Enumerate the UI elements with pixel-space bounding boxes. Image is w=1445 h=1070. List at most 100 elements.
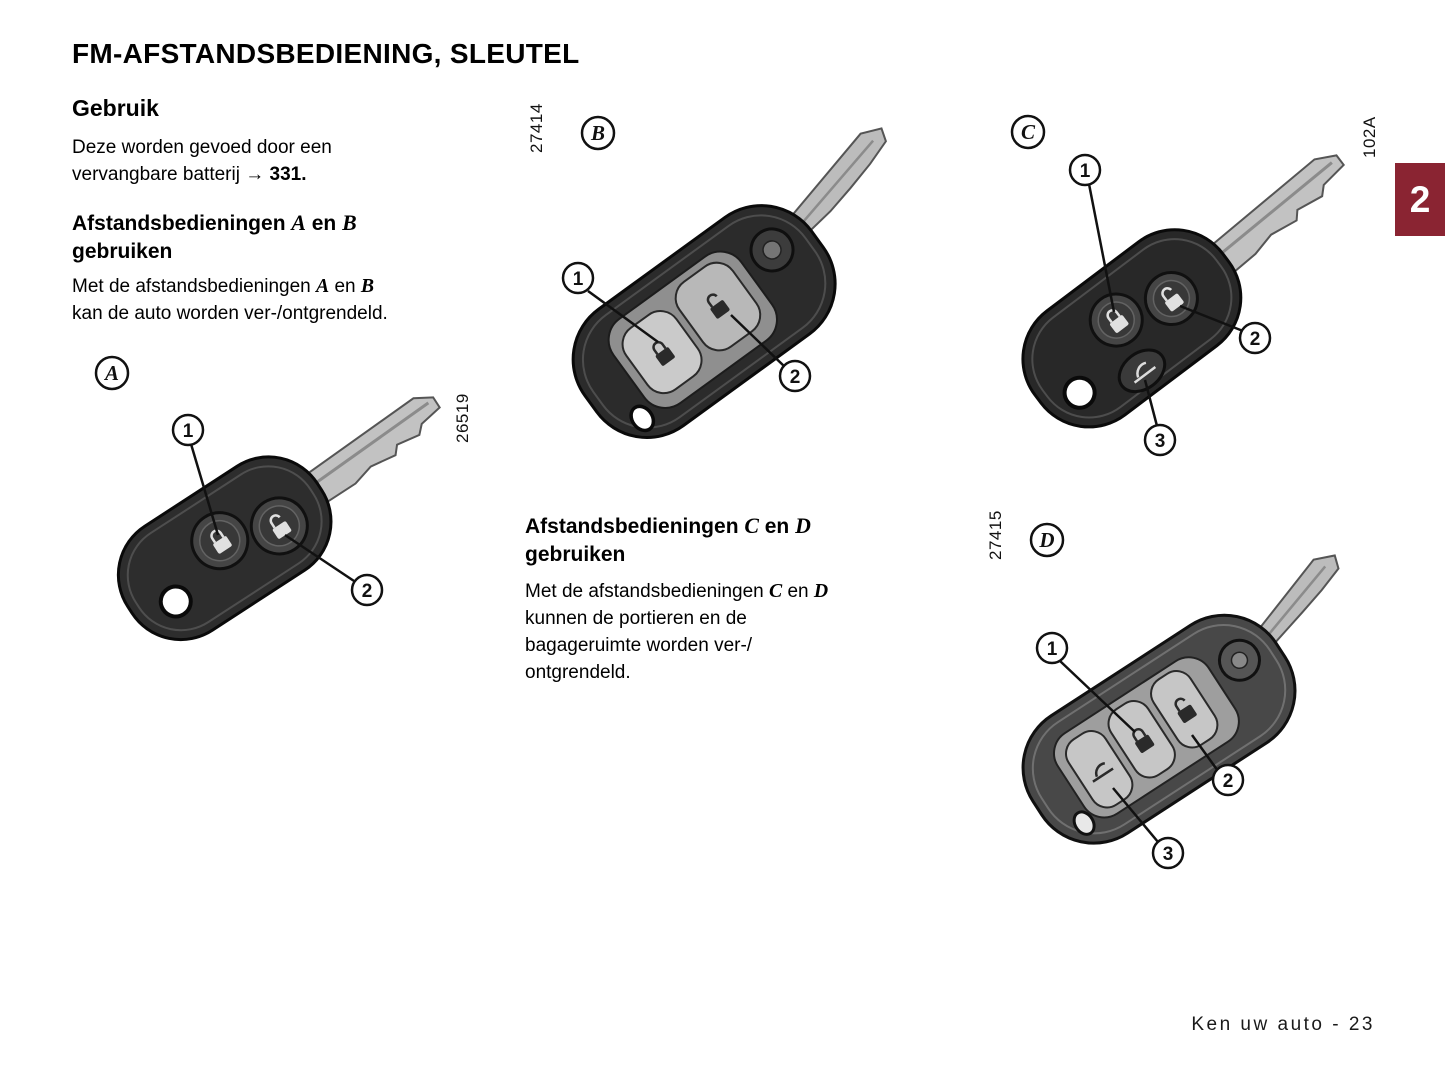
ab-body-mid: en: [329, 276, 361, 297]
key-fob-a: [116, 396, 441, 642]
svg-text:2: 2: [790, 367, 801, 388]
figure-c-illustration: 102A C: [1010, 114, 1379, 457]
lock-button: [1088, 292, 1144, 348]
lock-open-icon: [706, 293, 730, 319]
heading-letter-c: C: [744, 514, 759, 538]
intro-page-ref: 331.: [264, 164, 307, 185]
callout-c-1: 1: [1068, 153, 1102, 187]
svg-text:1: 1: [1080, 161, 1091, 182]
cd-body-mid: en: [782, 581, 814, 602]
figure-a-label: A: [94, 355, 130, 391]
key-blade: [1205, 154, 1346, 279]
cd-body-line3: bagageruimte worden ver-/: [525, 635, 753, 656]
svg-text:1: 1: [183, 421, 194, 442]
callout-b-1: 1: [561, 261, 595, 295]
svg-text:B: B: [590, 121, 605, 145]
figure-c: 102A C: [1000, 100, 1400, 480]
keyring-hole: [629, 404, 656, 433]
figure-c-label: C: [1010, 114, 1046, 150]
svg-text:2: 2: [362, 581, 373, 602]
trunk-button: [1065, 730, 1134, 809]
chapter-tab: 2: [1395, 163, 1445, 236]
trunk-icon: [1092, 761, 1114, 783]
keyring-hole: [1062, 375, 1097, 410]
unlock-button: [1143, 271, 1199, 327]
page-footer: Ken uw auto - 23: [1191, 1014, 1375, 1035]
lock-closed-icon: [1106, 309, 1129, 333]
trunk-button: [1117, 348, 1167, 394]
callout-a-2: 2: [350, 573, 384, 607]
heading-ab-line2: gebruiken: [72, 240, 173, 263]
keyring-hole: [158, 584, 193, 619]
cd-body-letter-c: C: [769, 580, 783, 602]
svg-text:3: 3: [1155, 431, 1166, 452]
ab-body-text: Met de afstandsbedieningen: [72, 276, 317, 297]
figure-a-ref: 26519: [453, 393, 472, 443]
heading-letter-b: B: [342, 211, 357, 235]
figure-a: 26519 A: [85, 345, 485, 680]
svg-text:2: 2: [1250, 329, 1261, 350]
figure-d: 27415 D: [985, 500, 1395, 900]
section-ab-heading: Afstandsbedieningen A en B gebruiken: [72, 209, 357, 266]
callout-c-2: 2: [1238, 321, 1272, 355]
heading-cd-text: Afstandsbedieningen: [525, 515, 745, 538]
lock-button: [1107, 700, 1176, 779]
cd-body-text: Met de afstandsbedieningen: [525, 581, 770, 602]
callout-c-3: 3: [1143, 423, 1177, 457]
svg-text:A: A: [103, 361, 119, 385]
lock-closed-icon: [210, 529, 232, 554]
callout-b-2: 2: [778, 359, 812, 393]
heading-ab-mid: en: [305, 212, 343, 235]
lock-open-icon: [269, 514, 292, 539]
svg-text:C: C: [1021, 120, 1036, 144]
heading-letter-a: A: [291, 211, 306, 235]
unlock-button: [1150, 670, 1219, 749]
section-cd-paragraph: Met de afstandsbedieningen C en D kunnen…: [525, 578, 828, 686]
trunk-icon: [1133, 361, 1157, 384]
svg-text:2: 2: [1223, 771, 1234, 792]
lock-button: [190, 511, 250, 571]
callout-d-2: 2: [1211, 763, 1245, 797]
section-gebruik-heading: Gebruik: [72, 95, 159, 121]
key-fob-c: [1021, 154, 1346, 429]
arrow-icon: →: [245, 164, 265, 185]
ab-body-letter-b: B: [360, 275, 375, 297]
figure-d-illustration: 27415 D: [986, 510, 1340, 870]
cd-body-letter-d: D: [813, 580, 829, 602]
key-blade: [297, 396, 441, 510]
ab-body-line2: kan de auto worden ver-/ontgrendeld.: [72, 303, 388, 324]
section-ab-paragraph: Met de afstandsbedieningen A en B kan de…: [72, 273, 388, 327]
cd-body-line4: ontgrendeld.: [525, 662, 631, 683]
svg-text:1: 1: [573, 269, 584, 290]
callout-d-1: 1: [1035, 631, 1069, 665]
key-fob-d: [1021, 554, 1340, 845]
figure-b-illustration: 27414 B: [527, 103, 887, 439]
heading-cd-mid: en: [758, 515, 796, 538]
intro-line2: vervangbare batterij: [72, 164, 246, 185]
figure-c-ref: 102A: [1360, 116, 1379, 158]
cd-body-line2: kunnen de portieren en de: [525, 608, 747, 629]
svg-text:1: 1: [1047, 639, 1058, 660]
lock-open-icon: [1174, 697, 1197, 723]
figure-b-label: B: [580, 115, 616, 151]
figure-b: 27414 B: [518, 95, 918, 495]
callout-a-1: 1: [171, 413, 205, 447]
intro-paragraph: Deze worden gevoed door een vervangbare …: [72, 134, 332, 188]
ab-body-letter-a: A: [316, 275, 330, 297]
lock-closed-icon: [652, 341, 675, 366]
figure-b-ref: 27414: [527, 103, 546, 153]
page-title: FM-AFSTANDSBEDIENING, SLEUTEL: [72, 38, 580, 69]
svg-text:3: 3: [1163, 844, 1174, 865]
lock-open-icon: [1161, 287, 1184, 312]
svg-text:D: D: [1038, 528, 1054, 552]
heading-ab-text: Afstandsbedieningen: [72, 212, 292, 235]
figure-d-ref: 27415: [986, 510, 1005, 560]
section-cd-heading: Afstandsbedieningen C en D gebruiken: [525, 512, 811, 569]
heading-cd-line2: gebruiken: [525, 543, 626, 566]
unlock-button: [674, 261, 762, 352]
figure-d-label: D: [1029, 522, 1065, 558]
intro-line1: Deze worden gevoed door een: [72, 137, 332, 158]
heading-letter-d: D: [795, 514, 811, 538]
figure-a-illustration: 26519 A: [94, 355, 472, 642]
key-fob-b: [571, 127, 887, 439]
